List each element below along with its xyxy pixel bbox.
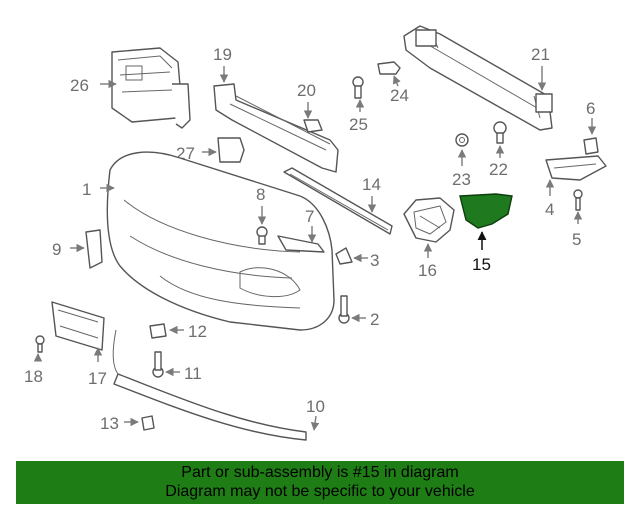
callout-16: 16 bbox=[418, 261, 437, 280]
callout-1: 1 bbox=[82, 180, 91, 199]
part-3-clip bbox=[335, 247, 353, 265]
callout-13: 13 bbox=[100, 414, 119, 433]
part-15-highlighted bbox=[459, 193, 513, 229]
part-12-retainer bbox=[149, 323, 167, 339]
part-10-lower-valance bbox=[112, 329, 307, 441]
part-9-bracket bbox=[85, 229, 103, 269]
callout-10: 10 bbox=[306, 397, 325, 416]
callout-11: 11 bbox=[184, 364, 202, 383]
part-5-screw bbox=[573, 189, 583, 211]
part-24-bolt bbox=[377, 61, 401, 75]
callout-5: 5 bbox=[572, 230, 581, 249]
callout-3: 3 bbox=[370, 251, 379, 270]
part-25-bolt bbox=[352, 76, 364, 99]
part-26-bracket-module bbox=[111, 47, 191, 129]
parts-diagram: 26 19 20 27 21 24 25 23 bbox=[24, 25, 607, 441]
callout-17: 17 bbox=[88, 369, 107, 388]
part-4-side-bracket bbox=[545, 155, 607, 181]
callout-21: 21 bbox=[531, 45, 550, 64]
part-27-bracket bbox=[217, 137, 245, 163]
part-14-trim-strip bbox=[283, 167, 393, 235]
banner-line-2: Diagram may not be specific to your vehi… bbox=[165, 483, 475, 500]
part-13-clip bbox=[141, 415, 155, 431]
callout-18: 18 bbox=[24, 367, 43, 386]
callout-22: 22 bbox=[489, 160, 508, 179]
part-23-nut bbox=[455, 133, 469, 147]
part-17-license-bracket bbox=[51, 301, 105, 351]
callout-25: 25 bbox=[349, 115, 368, 134]
banner-line-1: Part or sub-assembly is #15 in diagram bbox=[181, 464, 459, 481]
part-20-clip bbox=[303, 119, 323, 133]
callout-20: 20 bbox=[297, 81, 316, 100]
part-8-screw bbox=[256, 226, 268, 245]
callout-14: 14 bbox=[362, 175, 381, 194]
part-16-fog-bezel bbox=[403, 197, 455, 243]
callout-6: 6 bbox=[586, 99, 595, 118]
part-11-bolt bbox=[152, 351, 164, 378]
callout-2: 2 bbox=[370, 310, 379, 329]
part-19-energy-absorber bbox=[213, 83, 339, 173]
part-1-bumper-cover bbox=[106, 151, 335, 331]
callout-4: 4 bbox=[545, 200, 554, 219]
callout-19: 19 bbox=[213, 45, 232, 64]
callout-26: 26 bbox=[70, 76, 89, 95]
part-6-clip bbox=[583, 137, 599, 155]
callout-15: 15 bbox=[472, 255, 491, 274]
part-2-bolt bbox=[338, 295, 350, 324]
callout-23: 23 bbox=[452, 170, 471, 189]
callout-12: 12 bbox=[188, 322, 207, 341]
callout-8: 8 bbox=[256, 185, 265, 204]
callout-24: 24 bbox=[390, 86, 409, 105]
callout-7: 7 bbox=[305, 207, 314, 226]
part-7-molding bbox=[277, 235, 325, 253]
info-banner: Part or sub-assembly is #15 in diagram D… bbox=[16, 461, 624, 504]
part-22-bolt bbox=[493, 121, 507, 144]
callout-9: 9 bbox=[52, 240, 61, 259]
part-18-screw bbox=[35, 335, 45, 353]
part-21-reinforcement-beam bbox=[403, 25, 553, 131]
